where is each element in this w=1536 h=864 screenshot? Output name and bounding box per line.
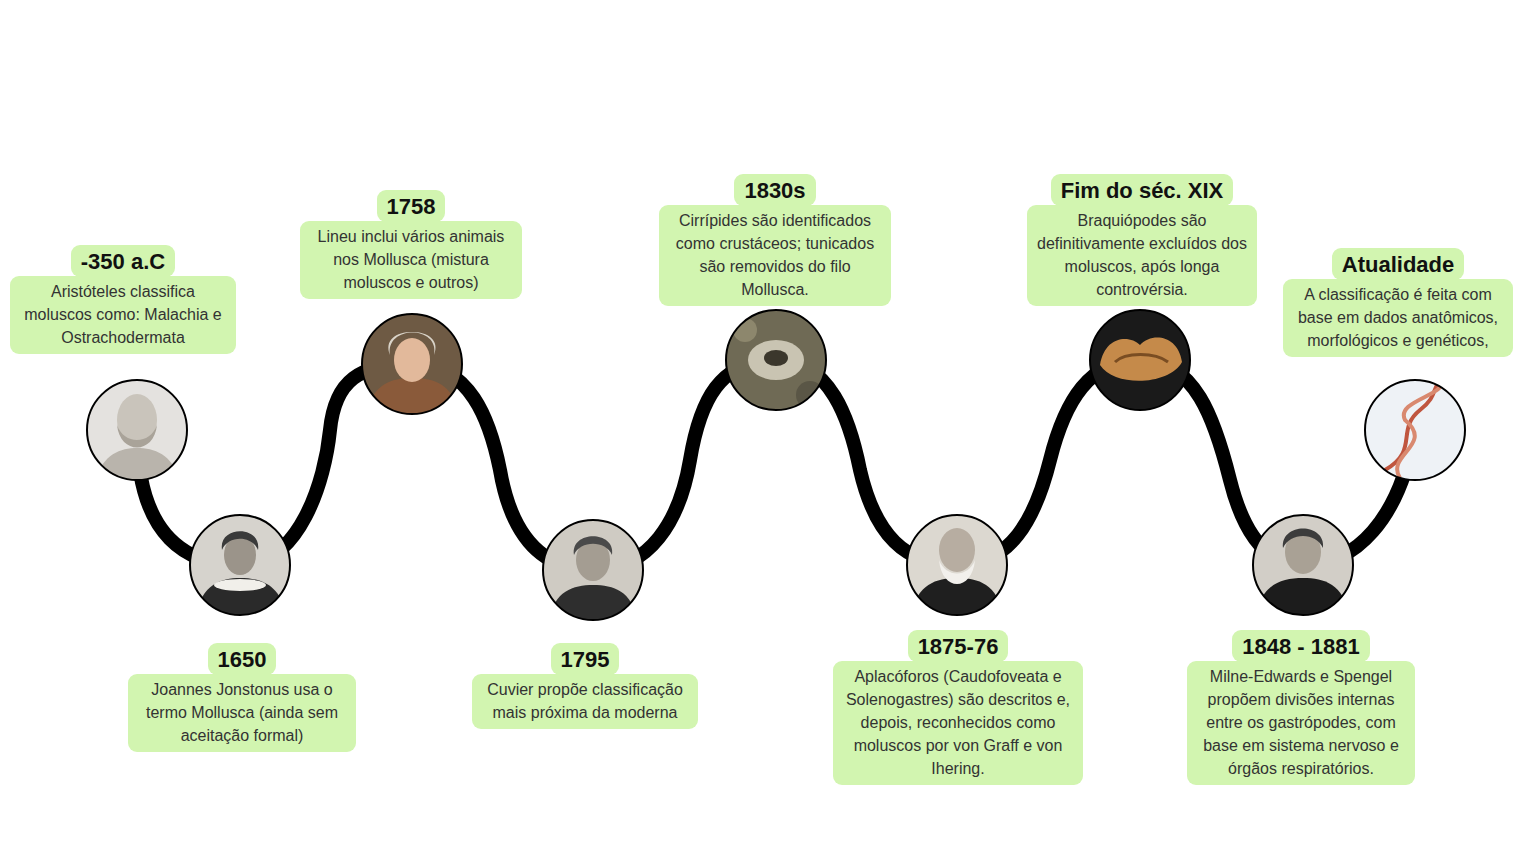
event-date: Atualidade xyxy=(1332,248,1464,280)
photo-ground xyxy=(1360,375,1475,485)
event-date: 1758 xyxy=(377,190,446,222)
photo-ground xyxy=(1085,305,1200,415)
event-description: Cuvier propõe classificação mais próxima… xyxy=(472,674,698,729)
dna-image xyxy=(1360,375,1475,485)
portrait-coat xyxy=(1255,578,1350,620)
event-description: Braquiópodes são definitivamente excluíd… xyxy=(1027,205,1257,306)
portrait-face xyxy=(394,338,430,382)
portrait-bust xyxy=(80,375,195,485)
portrait-photo xyxy=(1245,510,1360,620)
event-description: Aplacóforos (Caudofoveata e Solenogastre… xyxy=(833,661,1083,785)
timeline-event: Fim do séc. XIXBraquiópodes são definiti… xyxy=(1027,174,1257,306)
event-date: 1650 xyxy=(208,643,277,675)
portrait-ground xyxy=(1245,510,1360,620)
portrait-hair xyxy=(222,531,259,550)
brachiopod-photo xyxy=(1085,305,1200,415)
event-description: A classificação é feita com base em dado… xyxy=(1283,279,1513,357)
portrait-ground xyxy=(185,510,295,620)
event-date: -350 a.C xyxy=(71,245,175,277)
portrait-hair xyxy=(1283,529,1323,549)
dna-strand xyxy=(1397,380,1441,478)
portrait-ring xyxy=(726,310,826,410)
portrait-ring xyxy=(543,520,643,620)
portrait-ground xyxy=(355,310,470,420)
event-date: Fim do séc. XIX xyxy=(1051,174,1234,206)
portrait-face xyxy=(939,528,975,572)
portrait-collar xyxy=(214,579,266,591)
portrait-hair xyxy=(574,536,612,555)
timeline-event: AtualidadeA classificação é feita com ba… xyxy=(1283,248,1513,357)
timeline-event: -350 a.CAristóteles classifica moluscos … xyxy=(10,245,236,354)
photo-ground xyxy=(720,305,835,415)
timeline-event: 1848 - 1881Milne-Edwards e Spengel propõ… xyxy=(1187,630,1415,785)
event-date: 1830s xyxy=(734,174,815,206)
portrait-engraving xyxy=(185,510,295,620)
portrait-ground xyxy=(80,375,195,485)
event-description: Lineu inclui vários animais nos Mollusca… xyxy=(300,221,522,299)
event-date: 1795 xyxy=(551,643,620,675)
bust-beard xyxy=(117,425,157,448)
portrait-engraving xyxy=(540,515,650,625)
event-date: 1875-76 xyxy=(908,630,1009,662)
brachiopod-shell xyxy=(1100,338,1182,381)
portrait-ring xyxy=(190,515,290,615)
timeline-event: 1875-76Aplacóforos (Caudofoveata e Solen… xyxy=(833,630,1083,785)
portrait-coat xyxy=(910,578,1004,620)
event-description: Cirrípides são identificados como crustá… xyxy=(659,205,891,306)
event-description: Joannes Jonstonus usa o termo Mollusca (… xyxy=(128,674,356,752)
portrait-painting xyxy=(355,310,470,420)
portrait-ring xyxy=(1365,380,1465,480)
event-date: 1848 - 1881 xyxy=(1232,630,1369,662)
barnacle-opening xyxy=(764,350,788,366)
portrait-ground xyxy=(900,510,1015,620)
portrait-ring xyxy=(1253,515,1353,615)
portrait-ring xyxy=(87,380,187,480)
brachiopod-ridge xyxy=(1115,355,1168,363)
portrait-wig xyxy=(388,332,435,355)
portrait-ring xyxy=(362,314,462,414)
portrait-ring xyxy=(1090,310,1190,410)
timeline-event: 1650Joannes Jonstonus usa o termo Mollus… xyxy=(128,643,356,752)
timeline-event: 1758Lineu inclui vários animais nos Moll… xyxy=(300,190,522,299)
timeline-event: 1795Cuvier propõe classificação mais pró… xyxy=(472,643,698,729)
barnacle-photo xyxy=(720,305,835,415)
timeline-event: 1830sCirrípides são identificados como c… xyxy=(659,174,891,306)
event-description: Milne-Edwards e Spengel propõem divisões… xyxy=(1187,661,1415,785)
portrait-coat xyxy=(195,578,287,620)
portrait-beard xyxy=(939,560,975,584)
portrait-ring xyxy=(907,515,1007,615)
portrait-photo xyxy=(900,510,1015,620)
portrait-ground xyxy=(540,515,650,625)
barnacle-shell xyxy=(748,340,804,380)
event-description: Aristóteles classifica moluscos como: Ma… xyxy=(10,276,236,354)
